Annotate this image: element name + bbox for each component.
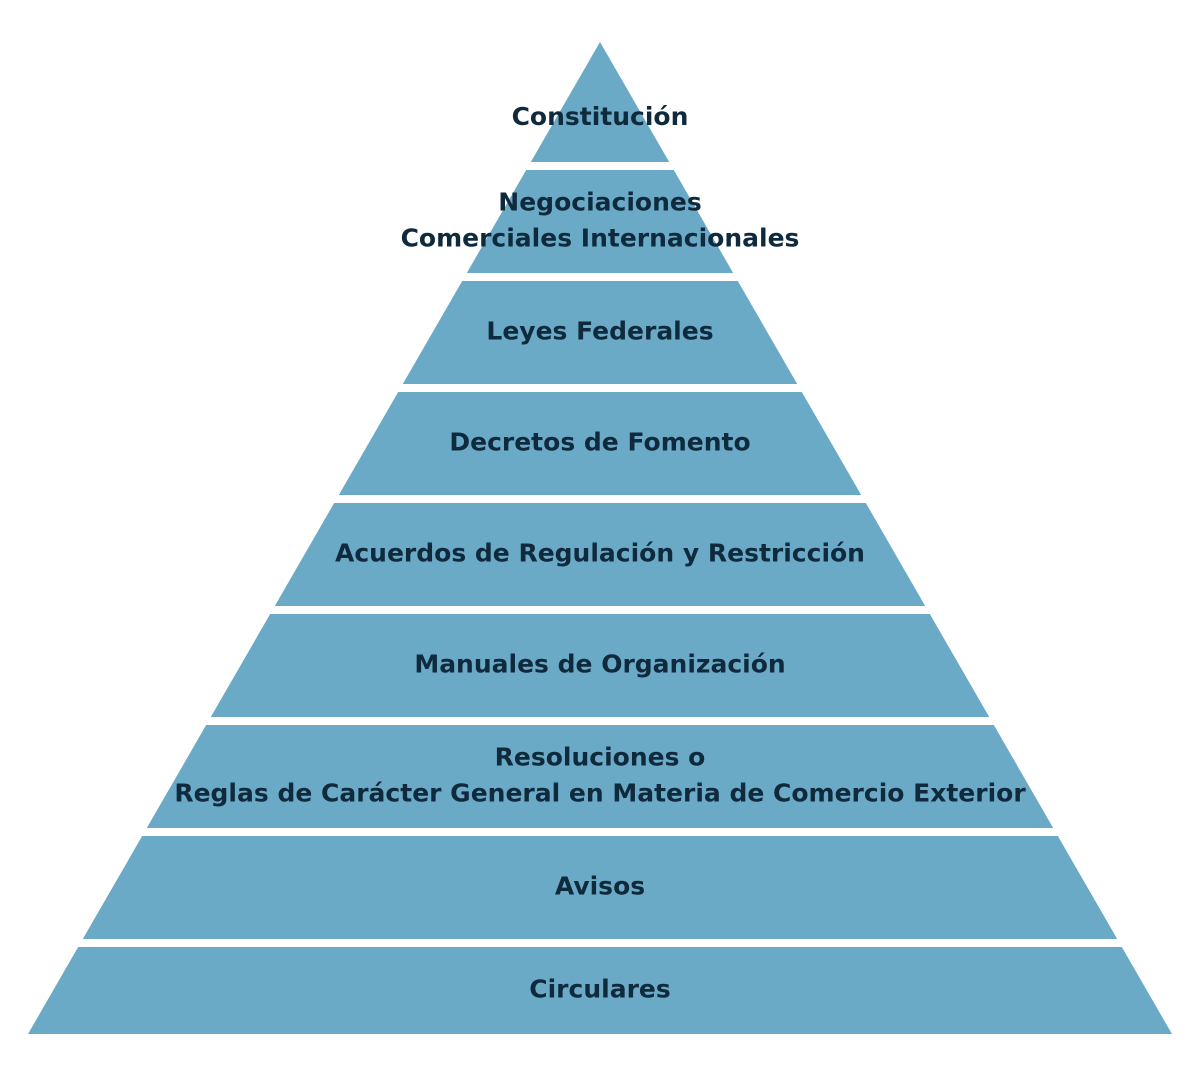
tier-7-label-line-1: Resoluciones o xyxy=(495,743,706,772)
pyramid-tier-3 xyxy=(402,281,798,384)
pyramid-tier-2 xyxy=(466,170,734,273)
tier-6-label-line-1: Manuales de Organización xyxy=(414,650,785,679)
pyramid-tier-8 xyxy=(82,836,1118,939)
pyramid-tier-6 xyxy=(210,614,990,717)
tier-2-label-line-1: Negociaciones xyxy=(498,188,701,217)
pyramid-tier-4 xyxy=(338,392,862,495)
pyramid-tier-9 xyxy=(28,947,1172,1034)
tier-5-label-line-1: Acuerdos de Regulación y Restricción xyxy=(335,539,865,568)
tier-4-label-line-1: Decretos de Fomento xyxy=(449,428,750,457)
tier-3-label-line-1: Leyes Federales xyxy=(486,317,713,346)
tier-9-label-line-1: Circulares xyxy=(529,975,670,1004)
tier-7-label-line-2: Reglas de Carácter General en Materia de… xyxy=(174,779,1026,808)
pyramid-tier-7 xyxy=(146,725,1054,828)
tier-2-label-line-2: Comerciales Internacionales xyxy=(401,224,800,253)
pyramid-tier-1 xyxy=(530,42,670,162)
tier-1-label-line-1: Constitución xyxy=(512,102,689,131)
pyramid-tier-5 xyxy=(274,503,926,606)
tier-8-label-line-1: Avisos xyxy=(555,872,645,901)
